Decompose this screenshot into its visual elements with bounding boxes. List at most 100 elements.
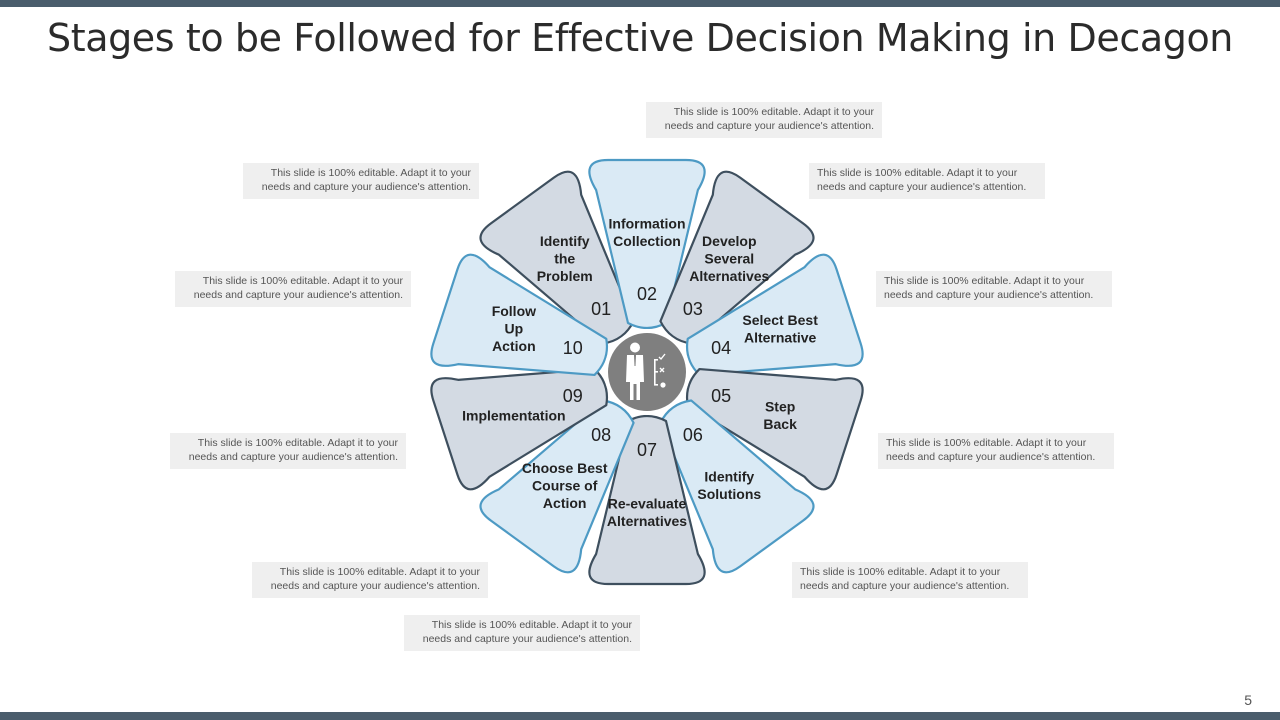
stage-shape-10 <box>430 253 609 377</box>
stage-note-09: This slide is 100% editable. Adapt it to… <box>170 433 406 469</box>
note-text: needs and capture your audience's attent… <box>664 119 874 132</box>
stage-number-10: 10 <box>563 338 583 358</box>
stage-label-line: Action <box>543 495 587 511</box>
stage-shape-09 <box>430 367 609 491</box>
note-text: needs and capture your audience's attent… <box>261 180 471 193</box>
stage-segment-02 <box>588 158 706 330</box>
stage-label-line: Develop <box>702 233 756 249</box>
note-text: This slide is 100% editable. Adapt it to… <box>886 437 1087 449</box>
stage-shape-04 <box>685 253 864 377</box>
stage-note-05: This slide is 100% editable. Adapt it to… <box>878 433 1114 469</box>
stage-label-line: Implementation <box>462 407 565 423</box>
stage-segment-10 <box>430 253 609 377</box>
stage-segment-07 <box>588 414 706 586</box>
businessman-decision-icon <box>626 342 666 400</box>
stage-note-01: This slide is 100% editable. Adapt it to… <box>243 163 479 199</box>
bottom-accent-bar <box>0 712 1280 720</box>
stage-label-line: Select Best <box>742 312 818 328</box>
stage-label-line: Choose Best <box>522 460 608 476</box>
note-text: needs and capture your audience's attent… <box>817 180 1027 193</box>
stage-number-09: 09 <box>563 386 583 406</box>
note-text: This slide is 100% editable. Adapt it to… <box>197 437 398 449</box>
stage-segment-04 <box>685 253 864 377</box>
stage-label-line: the <box>554 251 575 267</box>
stage-shape-02 <box>588 158 706 330</box>
stage-segment-06 <box>659 399 815 574</box>
stage-note-02: This slide is 100% editable. Adapt it to… <box>646 102 882 138</box>
stage-label-line: Back <box>763 416 797 432</box>
stage-number-08: 08 <box>591 425 611 445</box>
stage-note-08: This slide is 100% editable. Adapt it to… <box>252 562 488 598</box>
stage-label-line: Step <box>765 399 795 415</box>
stage-note-06: This slide is 100% editable. Adapt it to… <box>792 562 1028 598</box>
stage-note-07: This slide is 100% editable. Adapt it to… <box>404 615 640 651</box>
note-text: needs and capture your audience's attent… <box>886 450 1096 463</box>
note-text: This slide is 100% editable. Adapt it to… <box>431 619 632 631</box>
stage-shape-03 <box>659 170 815 345</box>
stage-note-10: This slide is 100% editable. Adapt it to… <box>175 271 411 307</box>
stage-label-line: Action <box>492 338 536 354</box>
stage-label-line: Solutions <box>697 486 761 502</box>
stage-shape-08 <box>479 399 635 574</box>
note-text: needs and capture your audience's attent… <box>800 579 1010 592</box>
stage-label-line: Re-evaluate <box>608 495 687 511</box>
stage-label-line: Collection <box>613 233 681 249</box>
stage-number-01: 01 <box>591 299 611 319</box>
note-text: This slide is 100% editable. Adapt it to… <box>279 566 480 578</box>
note-text: needs and capture your audience's attent… <box>884 288 1094 301</box>
stage-label-line: Information <box>609 215 686 231</box>
stage-shape-07 <box>588 414 706 586</box>
stage-number-05: 05 <box>711 386 731 406</box>
stage-number-02: 02 <box>637 284 657 304</box>
note-text: This slide is 100% editable. Adapt it to… <box>270 167 471 179</box>
stage-segment-01 <box>479 170 635 345</box>
stage-number-04: 04 <box>711 338 731 358</box>
stage-label-line: Up <box>505 321 524 337</box>
note-text: This slide is 100% editable. Adapt it to… <box>673 106 874 118</box>
stage-number-03: 03 <box>683 299 703 319</box>
stage-label-line: Follow <box>492 303 536 319</box>
stage-label-09: Implementation <box>462 407 565 423</box>
stage-label-line: Alternative <box>744 329 817 345</box>
stage-label-line: Alternatives <box>607 513 687 529</box>
top-accent-bar <box>0 0 1280 7</box>
note-text: This slide is 100% editable. Adapt it to… <box>202 275 403 287</box>
stage-note-04: This slide is 100% editable. Adapt it to… <box>876 271 1112 307</box>
stage-label-line: Problem <box>537 268 593 284</box>
stage-segment-09 <box>430 367 609 491</box>
stage-number-07: 07 <box>637 440 657 460</box>
stage-shape-01 <box>479 170 635 345</box>
stage-note-03: This slide is 100% editable. Adapt it to… <box>809 163 1045 199</box>
stage-segment-05 <box>685 367 864 491</box>
stage-segment-03 <box>659 170 815 345</box>
note-text: This slide is 100% editable. Adapt it to… <box>884 275 1085 287</box>
note-text: needs and capture your audience's attent… <box>193 288 403 301</box>
stage-shape-05 <box>685 367 864 491</box>
stage-shape-06 <box>659 399 815 574</box>
note-text: needs and capture your audience's attent… <box>188 450 398 463</box>
note-text: needs and capture your audience's attent… <box>422 632 632 645</box>
stage-segment-08 <box>479 399 635 574</box>
stage-label-line: Several <box>704 251 754 267</box>
page-number: 5 <box>1244 692 1252 708</box>
stage-label-line: Course of <box>532 477 598 493</box>
slide-title: Stages to be Followed for Effective Deci… <box>46 16 1233 60</box>
note-text: This slide is 100% editable. Adapt it to… <box>800 566 1001 578</box>
note-text: needs and capture your audience's attent… <box>270 579 480 592</box>
note-text: This slide is 100% editable. Adapt it to… <box>817 167 1018 179</box>
stage-label-line: Identify <box>540 233 590 249</box>
stage-label-line: Identify <box>704 469 754 485</box>
stage-label-line: Alternatives <box>689 268 769 284</box>
center-circle <box>604 329 690 415</box>
